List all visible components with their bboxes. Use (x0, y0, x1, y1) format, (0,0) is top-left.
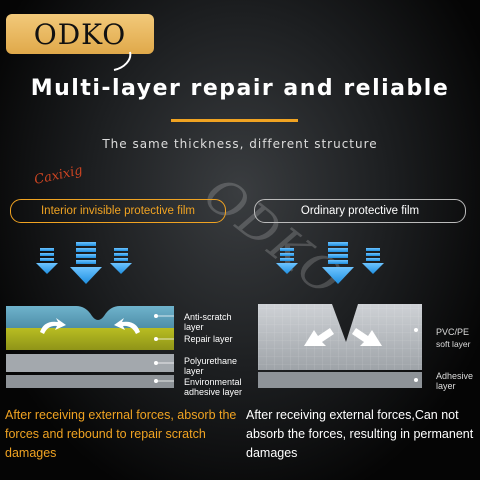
down-arrow-icon (276, 248, 298, 274)
curved-arrow-icon (40, 318, 140, 334)
down-arrow-icon (36, 248, 58, 274)
logo-text: ODKO (33, 17, 127, 51)
label-polyurethane: Polyurethane layer (184, 356, 238, 376)
brand-logo: ODKO (6, 14, 154, 54)
pill-label: Interior invisible protective film (40, 205, 196, 217)
polyurethane-layer-shape (6, 354, 174, 372)
force-arrows-right (276, 242, 384, 284)
label-pvc: PVC/PE (436, 327, 470, 337)
adhesive-layer-shape (258, 372, 422, 388)
multi-layer-film-diagram (6, 306, 174, 388)
page-title: Multi-layer repair and reliable (30, 76, 450, 101)
layer-pointer-dot (414, 378, 418, 382)
repair-layer-shape (6, 328, 174, 350)
force-arrows-left (36, 242, 132, 284)
page-subtitle: The same thickness, different structure (102, 137, 378, 151)
label-adhesive-ordinary: Adhesive layer (436, 371, 474, 391)
label-anti-scratch: Anti-scratch layer (184, 312, 232, 332)
logo-tail-icon (113, 51, 132, 71)
signature-watermark: Caxixig (32, 163, 85, 188)
label-soft-layer: soft layer (436, 339, 471, 349)
caption-invisible-film: After receiving external forces, absorb … (5, 408, 237, 460)
down-arrow-icon (322, 242, 354, 284)
label-adhesive: Environmental adhesive layer (184, 377, 243, 397)
down-arrow-icon (70, 242, 102, 284)
adhesive-layer-shape (6, 375, 174, 388)
label-repair: Repair layer (184, 334, 233, 344)
ordinary-film-diagram (258, 304, 422, 388)
down-arrow-icon (110, 248, 132, 274)
pill-ordinary-film: Ordinary protective film (254, 199, 466, 223)
curved-arrow-icon (304, 328, 382, 346)
pill-label: Ordinary protective film (300, 205, 420, 217)
title-underline (171, 119, 298, 122)
caption-ordinary-film: After receiving external forces,Can not … (246, 408, 474, 460)
down-arrow-icon (362, 248, 384, 274)
layer-pointer-dot (414, 328, 418, 332)
pill-invisible-film: Interior invisible protective film (10, 199, 226, 223)
anti-scratch-layer-shape (6, 306, 174, 328)
